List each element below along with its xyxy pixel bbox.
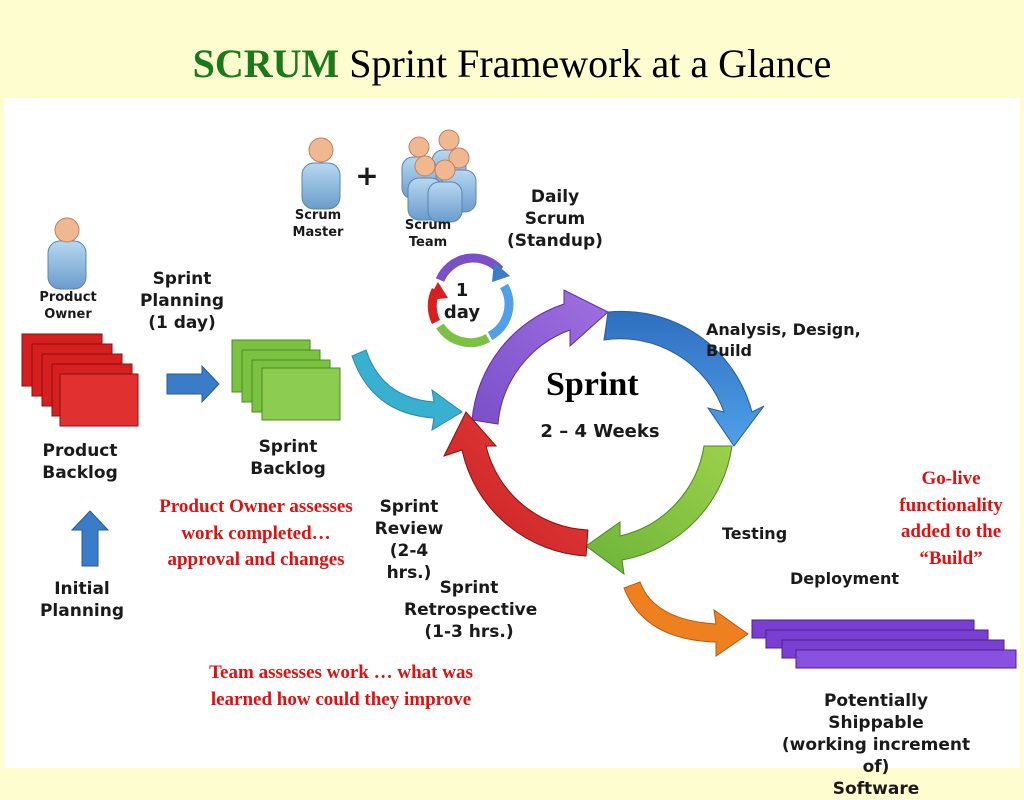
initial-planning-arrow [70, 510, 110, 567]
initial-planning-label: Initial Planning [39, 579, 125, 622]
software-stack [751, 619, 1017, 669]
sprint-title: Sprint [546, 366, 639, 403]
plus-sign: + [355, 159, 379, 192]
product-backlog-label: Product Backlog [42, 441, 118, 484]
analysis-label: Analysis, Design, Build [706, 320, 861, 360]
scrum-team-icon [401, 129, 477, 223]
go-live-note: Go-live functionality added to the “Buil… [899, 468, 1003, 569]
title-accent: SCRUM [192, 41, 340, 86]
sprint-backlog-stack [231, 339, 341, 421]
sprint-planning-label: Sprint Planning (1 day) [139, 269, 225, 334]
daily-cycle-icon [427, 253, 514, 348]
release-arrow [623, 581, 749, 657]
shippable-label: Potentially Shippable (working increment… [781, 691, 971, 800]
product-backlog-stack [21, 333, 139, 427]
daily-scrum-label: Daily Scrum (Standup) [507, 187, 603, 252]
into-sprint-arrow [351, 349, 463, 431]
sprint-backlog-label: Sprint Backlog [250, 437, 326, 480]
sprint-duration: 2 – 4 Weeks [540, 421, 660, 442]
scrum-master-label: Scrum Master [292, 208, 344, 240]
product-owner-label: Product Owner [39, 290, 97, 322]
sprint-review-label: Sprint Review (2-4 hrs.) [374, 497, 444, 584]
scrum-master-icon [301, 137, 341, 210]
sprint-cycle [443, 289, 765, 576]
diagram-canvas [4, 98, 1020, 768]
po-assesses-note: Product Owner assesses work completed… a… [159, 496, 353, 571]
diagram-graphics [21, 129, 1017, 669]
product-owner-icon [47, 217, 87, 290]
testing-label: Testing [722, 524, 788, 543]
deployment-label: Deployment [790, 569, 900, 588]
title-rest: Sprint Framework at a Glance [349, 41, 832, 86]
scrum-team-label: Scrum Team [404, 218, 452, 250]
one-day-label: 1 day [443, 280, 481, 323]
team-assesses-note: Team assesses work … what was learned ho… [209, 662, 473, 710]
sprint-retrospective-label: Sprint Retrospective (1-3 hrs.) [404, 578, 538, 643]
planning-arrow [166, 364, 220, 404]
